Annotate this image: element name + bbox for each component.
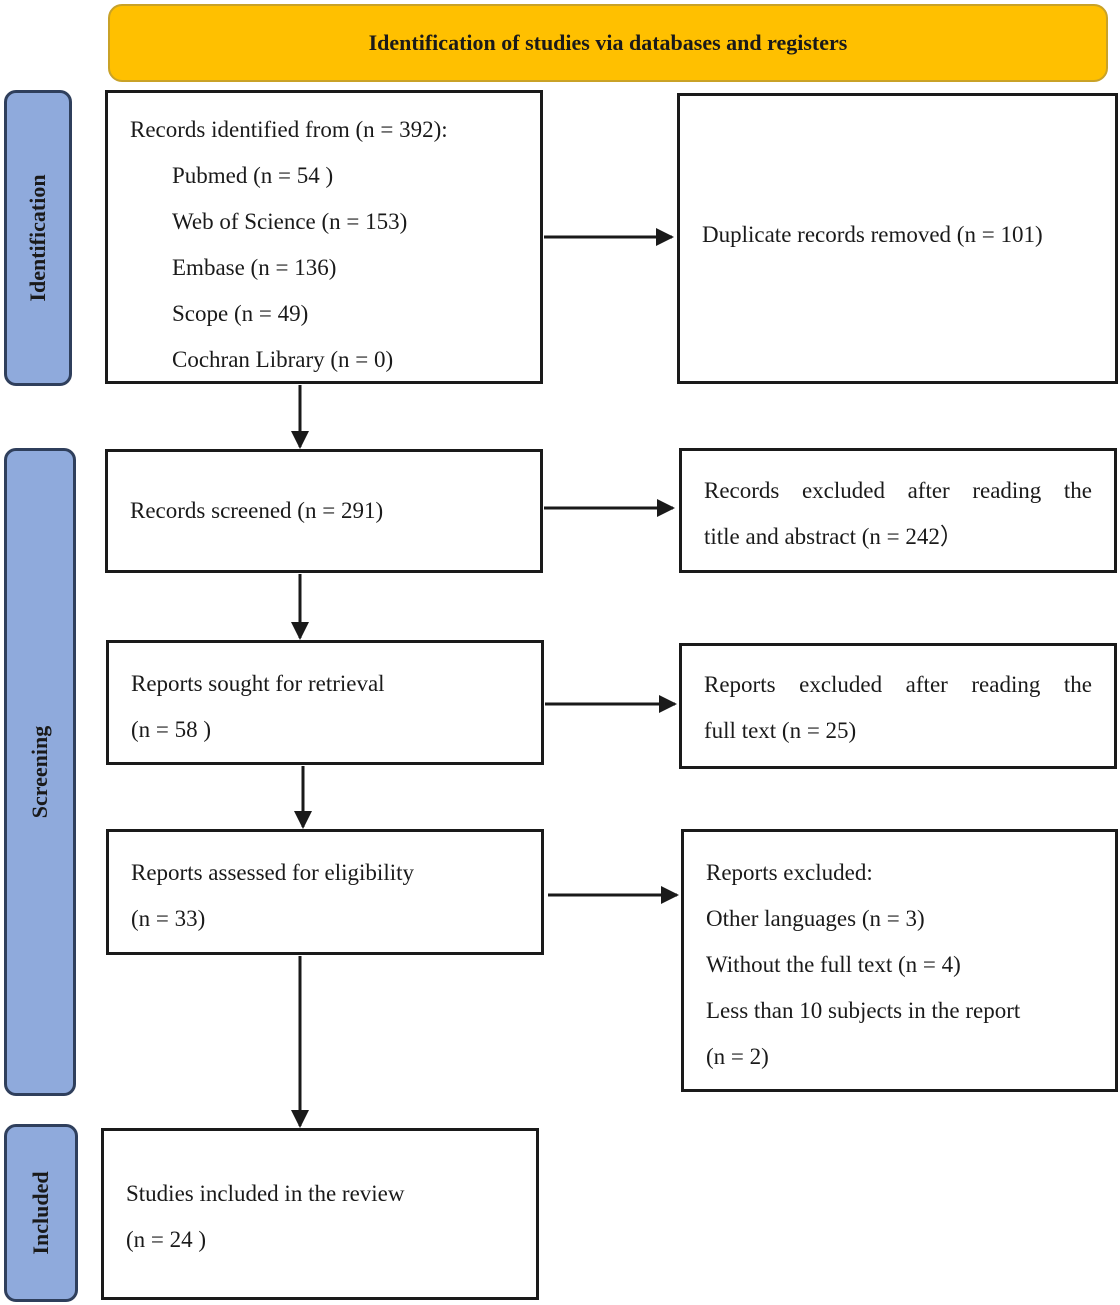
reason-less-than-10-subjects: Less than 10 subjects in the report bbox=[706, 998, 1021, 1023]
records-identified-box: Records identified from (n = 392): Pubme… bbox=[105, 90, 543, 384]
reports-sought-line1: Reports sought for retrieval bbox=[131, 671, 385, 696]
reports-excluded-title: Reports excluded: bbox=[706, 860, 873, 885]
studies-included-box: Studies included in the review (n = 24 ) bbox=[101, 1128, 539, 1300]
source-cochran-library: Cochran Library (n = 0) bbox=[172, 347, 394, 372]
header-banner: Identification of studies via databases … bbox=[108, 4, 1108, 82]
header-title: Identification of studies via databases … bbox=[368, 30, 848, 55]
records-excluded-title-line2: title and abstract (n = 242） bbox=[704, 524, 963, 549]
source-pubmed: Pubmed (n = 54 ) bbox=[172, 163, 334, 188]
reports-assessed-line1: Reports assessed for eligibility bbox=[131, 860, 414, 885]
duplicates-removed-box: Duplicate records removed (n = 101) bbox=[677, 93, 1118, 384]
reports-excluded-fulltext-line1: Reports excluded after reading the bbox=[704, 672, 1092, 697]
reports-excluded-fulltext-line2: full text (n = 25) bbox=[704, 718, 857, 743]
phase-screening: Screening bbox=[4, 448, 76, 1096]
records-screened-text: Records screened (n = 291) bbox=[130, 498, 384, 523]
studies-included-line1: Studies included in the review bbox=[126, 1181, 405, 1206]
source-web-of-science: Web of Science (n = 153) bbox=[172, 209, 408, 234]
reason-other-languages: Other languages (n = 3) bbox=[706, 906, 925, 931]
studies-included-line2: (n = 24 ) bbox=[126, 1227, 207, 1252]
phase-included: Included bbox=[4, 1124, 78, 1302]
reports-excluded-fulltext-box: Reports excluded after reading the full … bbox=[679, 643, 1117, 769]
source-scope: Scope (n = 49) bbox=[172, 301, 309, 326]
records-excluded-title-line1: Records excluded after reading the bbox=[704, 478, 1092, 503]
phase-identification: Identification bbox=[4, 90, 72, 386]
reports-excluded-box: Reports excluded: Other languages (n = 3… bbox=[681, 829, 1118, 1092]
reports-sought-box: Reports sought for retrieval (n = 58 ) bbox=[106, 640, 544, 765]
records-screened-box: Records screened (n = 291) bbox=[105, 449, 543, 573]
reports-sought-line2: (n = 58 ) bbox=[131, 717, 212, 742]
records-identified-title: Records identified from (n = 392): bbox=[130, 117, 448, 142]
records-excluded-title-box: Records excluded after reading the title… bbox=[679, 448, 1117, 573]
reports-assessed-box: Reports assessed for eligibility (n = 33… bbox=[106, 829, 544, 955]
source-embase: Embase (n = 136) bbox=[172, 255, 337, 280]
reason-without-full-text: Without the full text (n = 4) bbox=[706, 952, 961, 977]
reason-less-than-10-subjects-count: (n = 2) bbox=[706, 1044, 769, 1069]
reports-assessed-line2: (n = 33) bbox=[131, 906, 206, 931]
duplicates-removed-text: Duplicate records removed (n = 101) bbox=[702, 221, 1043, 247]
